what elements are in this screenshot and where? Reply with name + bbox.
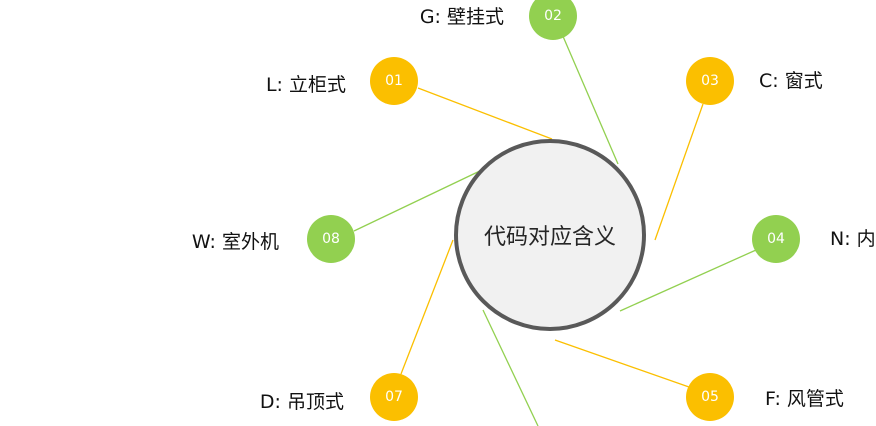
node-07-number: 07 xyxy=(385,389,403,405)
node-02-number: 02 xyxy=(544,8,562,24)
node-02: 02 xyxy=(529,0,577,40)
connector-05 xyxy=(554,339,690,388)
node-04: 04 xyxy=(752,215,800,263)
connector-03 xyxy=(654,103,704,241)
node-03-number: 03 xyxy=(701,73,719,89)
node-01: 01 xyxy=(370,57,418,105)
node-08: 08 xyxy=(307,215,355,263)
node-02-label: G: 壁挂式 xyxy=(419,6,504,28)
node-01-number: 01 xyxy=(385,73,403,89)
node-07-label: D: 吊顶式 xyxy=(259,391,344,413)
connector-02 xyxy=(561,33,619,165)
node-03-label: C: 窗式 xyxy=(759,70,823,92)
node-04-number: 04 xyxy=(767,231,785,247)
node-04-label: N: 内 xyxy=(830,228,876,250)
connector-08 xyxy=(353,168,485,232)
connector-04 xyxy=(619,249,757,312)
node-05-label: F: 风管式 xyxy=(765,388,844,410)
node-03: 03 xyxy=(686,57,734,105)
center-circle: 代码对应含义 xyxy=(454,139,646,331)
node-07: 07 xyxy=(370,373,418,421)
node-05-number: 05 xyxy=(701,389,719,405)
node-08-number: 08 xyxy=(322,231,340,247)
connector-06 xyxy=(482,309,539,426)
connector-07 xyxy=(400,239,454,375)
node-05: 05 xyxy=(686,373,734,421)
node-08-label: W: 室外机 xyxy=(191,231,279,253)
center-label: 代码对应含义 xyxy=(483,225,616,250)
node-01-label: L: 立柜式 xyxy=(265,74,346,96)
connector-01 xyxy=(417,87,553,140)
